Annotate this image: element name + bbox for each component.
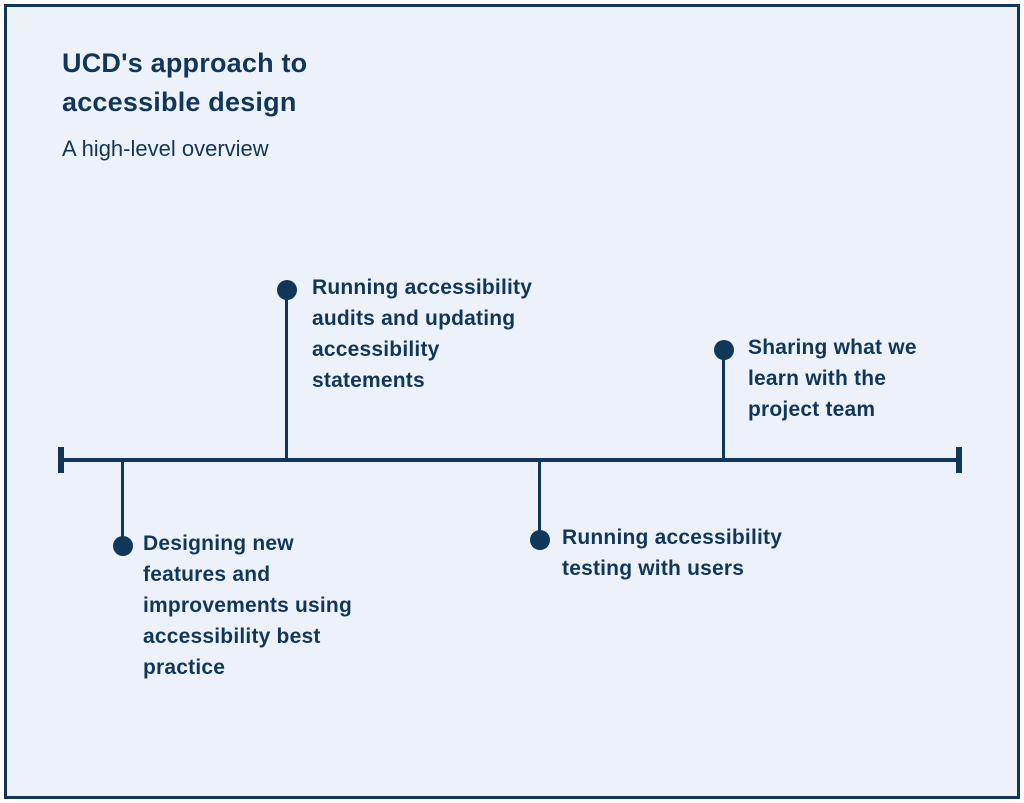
milestone-label: Running accessibility testing with users: [562, 526, 783, 580]
diagram-subtitle: A high-level overview: [62, 136, 269, 161]
milestone-label: Running accessibility audits and updatin…: [312, 276, 533, 392]
milestone-stem: [722, 350, 725, 460]
milestone-dot: [714, 340, 734, 360]
timeline-start-cap: [58, 447, 64, 473]
timeline-end-cap: [956, 447, 962, 473]
milestone-label: Designing new features and improvements …: [143, 532, 352, 679]
milestone-label: Sharing what we learn with the project t…: [748, 336, 917, 421]
milestone-dot: [113, 536, 133, 556]
milestone-stem: [121, 460, 124, 546]
milestone-dot: [530, 530, 550, 550]
timeline-axis: [59, 458, 962, 462]
milestone-stem: [538, 460, 541, 540]
diagram-title: UCD's approach to accessible design: [62, 48, 308, 117]
milestone-dot: [277, 280, 297, 300]
milestone-stem: [285, 290, 288, 460]
